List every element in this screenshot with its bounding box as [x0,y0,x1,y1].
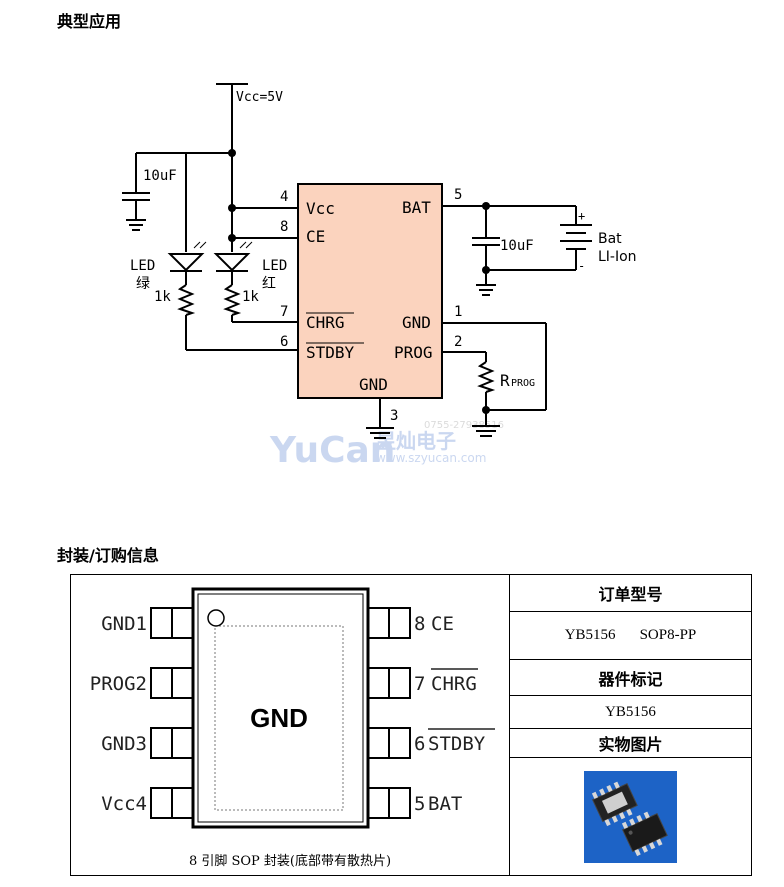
chip-pin-gnd-bottom: GND [359,375,388,394]
watermark-url: www.szyucan.com [376,451,486,465]
photo-row [510,758,751,875]
package-diagram-cell: GND GND1 PROG2 GND3 Vcc4 8 CE 7 CHRG 6 S… [71,575,510,875]
pin1-marker [207,609,225,627]
chip-pin-chrg: CHRG [306,313,345,332]
resistor-2-label: 1k [242,289,259,305]
left-pin-3: GND3 [101,733,147,755]
package-body [191,587,370,829]
led-red [213,241,253,272]
marking-header-text: 器件标记 [598,669,663,689]
cap-right-label: 10uF [500,238,534,254]
photo-header-text: 实物图片 [598,735,663,754]
order-info-column: 订单型号 YB5156 SOP8-PP 器件标记 YB5156 实物图片 [510,575,751,875]
thermal-pad-outline [214,625,344,811]
photo-header: 实物图片 [510,729,751,758]
chip-pin-prog: PROG [394,343,433,362]
vcc-supply-label: Vcc=5V [236,90,283,105]
order-part-number: YB5156 [564,627,616,643]
pin-number-7: 7 [280,304,288,320]
left-pin-2: PROG2 [90,673,147,695]
package-body-inner [197,593,364,823]
led-green-color: 绿 [136,276,150,292]
pin-number-8: 8 [280,219,288,235]
pin-number-1: 1 [454,304,462,320]
ic-chip-body [297,183,443,399]
rprog-label: R [500,371,510,390]
order-model-header-text: 订单型号 [598,585,663,604]
watermark-brand: YuCan [269,430,395,471]
chip-photo [584,770,677,863]
marking-header: 器件标记 [510,660,751,696]
sop8-package-diagram: GND GND1 PROG2 GND3 Vcc4 8 CE 7 CHRG 6 S… [90,587,495,869]
chip-pin-vcc: Vcc [306,199,335,218]
resistor-1-label: 1k [154,289,171,305]
battery-plus-sign: + [578,209,585,223]
led-green [167,241,207,272]
pin-number-3: 3 [390,408,398,424]
package-ordering-table: GND GND1 PROG2 GND3 Vcc4 8 CE 7 CHRG 6 S… [70,574,752,876]
right-pin-8-name: CE [431,613,454,635]
right-pin-6-name: STDBY [428,733,486,755]
right-pin-5-number: 5 [414,793,425,815]
watermark-phone: 0755-27938516 [424,420,504,431]
chip-pin-stdby: STDBY [306,343,355,362]
pin-number-2: 2 [454,334,462,350]
led-red-label: LED [262,258,287,274]
right-pin-7-number: 7 [414,673,425,695]
marking-value: YB5156 [605,703,656,720]
section-title-typical-application: 典型应用 [57,12,122,31]
right-pin-6-number: 6 [414,733,425,755]
chip-pin-gnd-right: GND [402,313,431,332]
order-model-header: 订单型号 [510,575,751,612]
typical-application-schematic: YuCan 昱灿电子 0755-27938516 www.szyucan.com [122,83,637,471]
package-caption: 8 引脚 SOP 封装(底部带有散热片) [189,853,391,869]
junction-dots [228,149,490,414]
chip-photo-image [584,770,677,863]
led-green-label: LED [130,258,155,274]
pin-number-6: 6 [280,334,288,350]
right-pin-5-name: BAT [428,793,462,815]
left-pin-1: GND1 [101,613,147,635]
right-pin-8-number: 8 [414,613,425,635]
chip-pin-ce: CE [306,227,325,246]
chip-pin-bat: BAT [402,198,431,217]
pin-number-4: 4 [280,189,288,205]
cap-left-label: 10uF [143,168,177,184]
right-pin-7-name: CHRG [431,673,477,695]
battery-type-label: LI-Ion [598,249,637,265]
battery-minus-sign: - [578,259,585,273]
rprog-subscript: PROG [511,378,535,389]
battery-label: Bat [598,231,622,247]
marking-row: YB5156 [510,696,751,729]
pin-number-5: 5 [454,187,462,203]
schematic-wires [122,83,592,439]
section-title-package-ordering: 封装/订购信息 [57,546,159,565]
led-red-color: 红 [262,276,276,292]
order-model-row: YB5156 SOP8-PP [510,612,751,660]
watermark: YuCan 昱灿电子 0755-27938516 www.szyucan.com [269,420,504,471]
order-package-type: SOP8-PP [639,627,697,643]
thermal-pad-label: GND [250,703,308,733]
left-pin-4: Vcc4 [101,793,147,815]
